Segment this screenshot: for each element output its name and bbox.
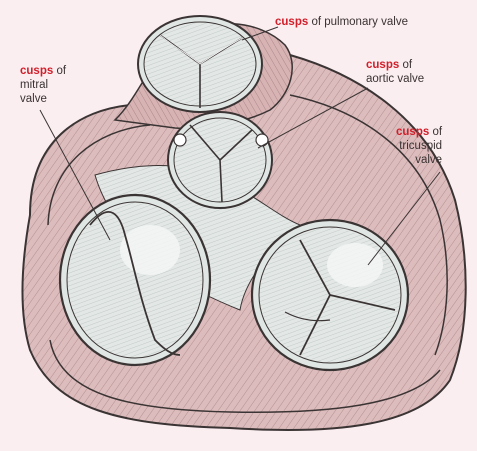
- label-text: valve: [396, 153, 442, 167]
- label-cusps-mitral-valve: cusps of mitral valve: [20, 64, 66, 106]
- label-text: tricuspid: [396, 139, 442, 153]
- pulmonary-valve: [138, 16, 262, 112]
- label-text: mitral: [20, 78, 66, 92]
- label-cusps-tricuspid-valve: cusps of tricuspid valve: [396, 125, 442, 167]
- label-keyword: cusps: [366, 59, 399, 71]
- tricuspid-valve: [252, 220, 408, 370]
- label-text: valve: [20, 92, 66, 106]
- label-cusps-aortic-valve: cusps of aortic valve: [366, 58, 424, 86]
- label-text: of: [432, 126, 442, 138]
- label-keyword: cusps: [396, 126, 429, 138]
- label-keyword: cusps: [275, 16, 308, 28]
- aortic-valve: [168, 112, 272, 208]
- label-text: of: [56, 65, 66, 77]
- label-keyword: cusps: [20, 65, 53, 77]
- label-text: of: [402, 59, 412, 71]
- label-text: aortic valve: [366, 72, 424, 86]
- mitral-valve: [60, 195, 210, 365]
- label-text: of pulmonary valve: [311, 16, 408, 28]
- label-cusps-pulmonary-valve: cusps of pulmonary valve: [275, 15, 408, 29]
